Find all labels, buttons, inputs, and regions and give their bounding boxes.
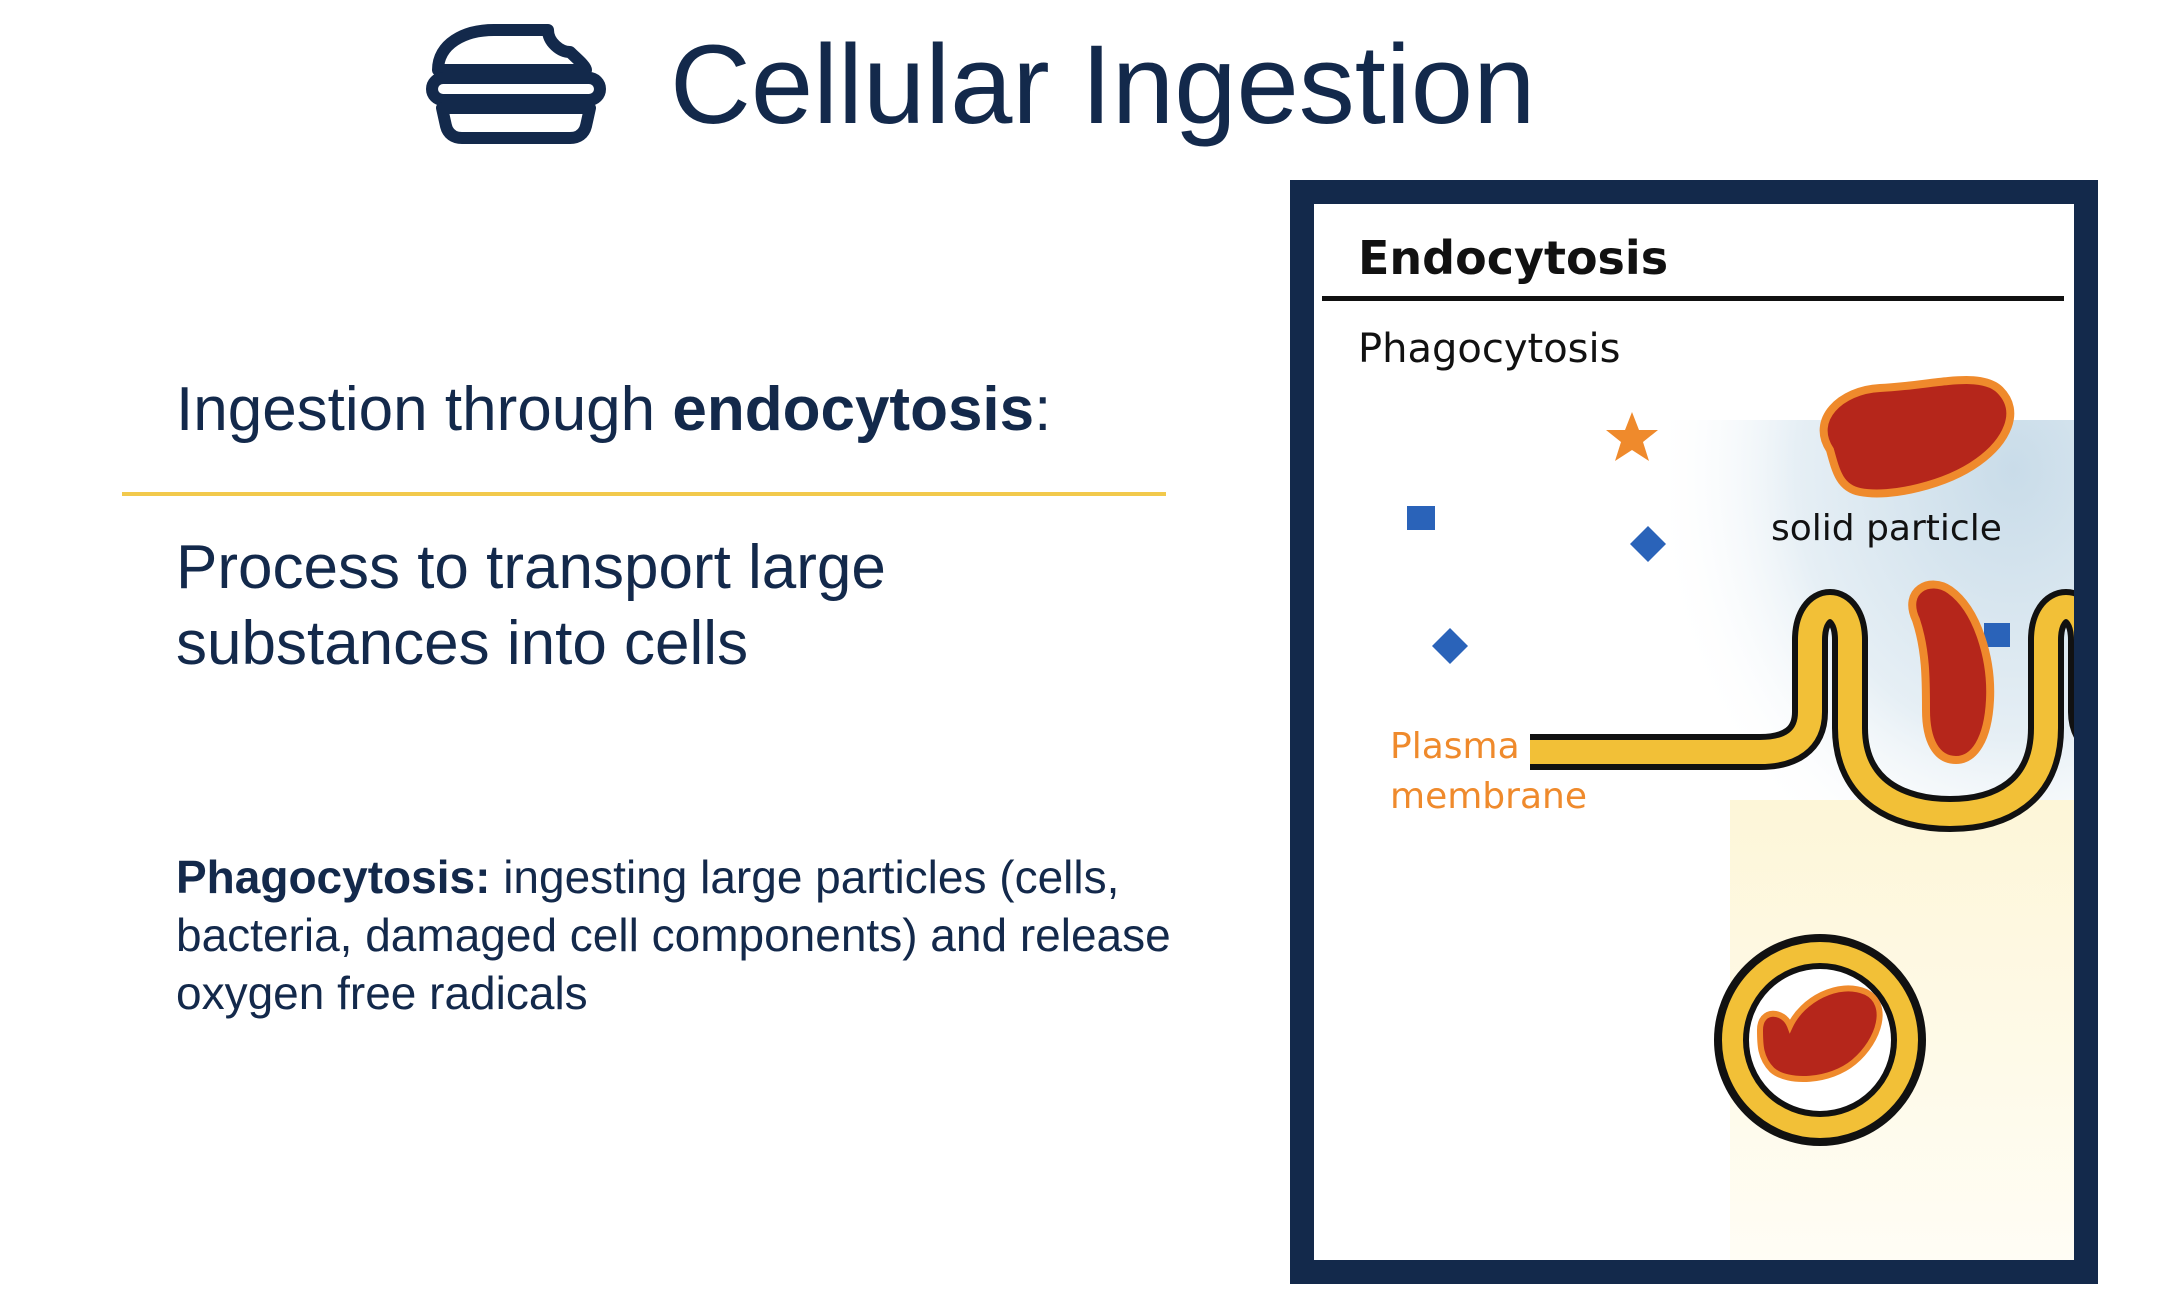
subheading-prefix: Ingestion through <box>176 375 673 444</box>
definition-text: Process to transport large substances in… <box>176 533 886 678</box>
page-title: Cellular Ingestion <box>670 22 1536 147</box>
membrane-label-line2: membrane <box>1390 776 1587 817</box>
particle-label: solid particle <box>1771 508 2002 549</box>
subheading-term: endocytosis <box>672 375 1035 444</box>
engulfed-particle <box>1908 580 1995 765</box>
star-molecule <box>1606 412 1658 461</box>
figure-heading: Endocytosis <box>1358 231 1668 285</box>
subheading: Ingestion through endocytosis: <box>176 370 1051 450</box>
endocytosis-figure: Endocytosis Phagocytosis solid particle … <box>1290 180 2098 1284</box>
figure-subheading: Phagocytosis <box>1358 326 1620 372</box>
square-molecule-1 <box>1407 506 1435 530</box>
diamond-molecule-2 <box>1432 628 1468 664</box>
divider <box>122 492 1166 496</box>
figure-right-mask <box>2074 580 2098 840</box>
membrane-label-line1: Plasma <box>1390 726 1520 767</box>
phagocytosis-term: Phagocytosis: <box>176 851 491 903</box>
subheading-suffix: : <box>1034 375 1052 444</box>
burger-icon <box>426 24 606 144</box>
digested-particle <box>1756 985 1883 1082</box>
phagocytosis-description: Phagocytosis: ingesting large particles … <box>176 848 1176 1022</box>
phagocytosis-definition: ingesting large particles (cells, bacter… <box>176 851 1171 1019</box>
figure-heading-rule <box>1322 296 2064 301</box>
square-molecule-2 <box>1984 623 2010 647</box>
solid-particle <box>1819 376 2015 498</box>
diamond-molecule-1 <box>1630 526 1666 562</box>
